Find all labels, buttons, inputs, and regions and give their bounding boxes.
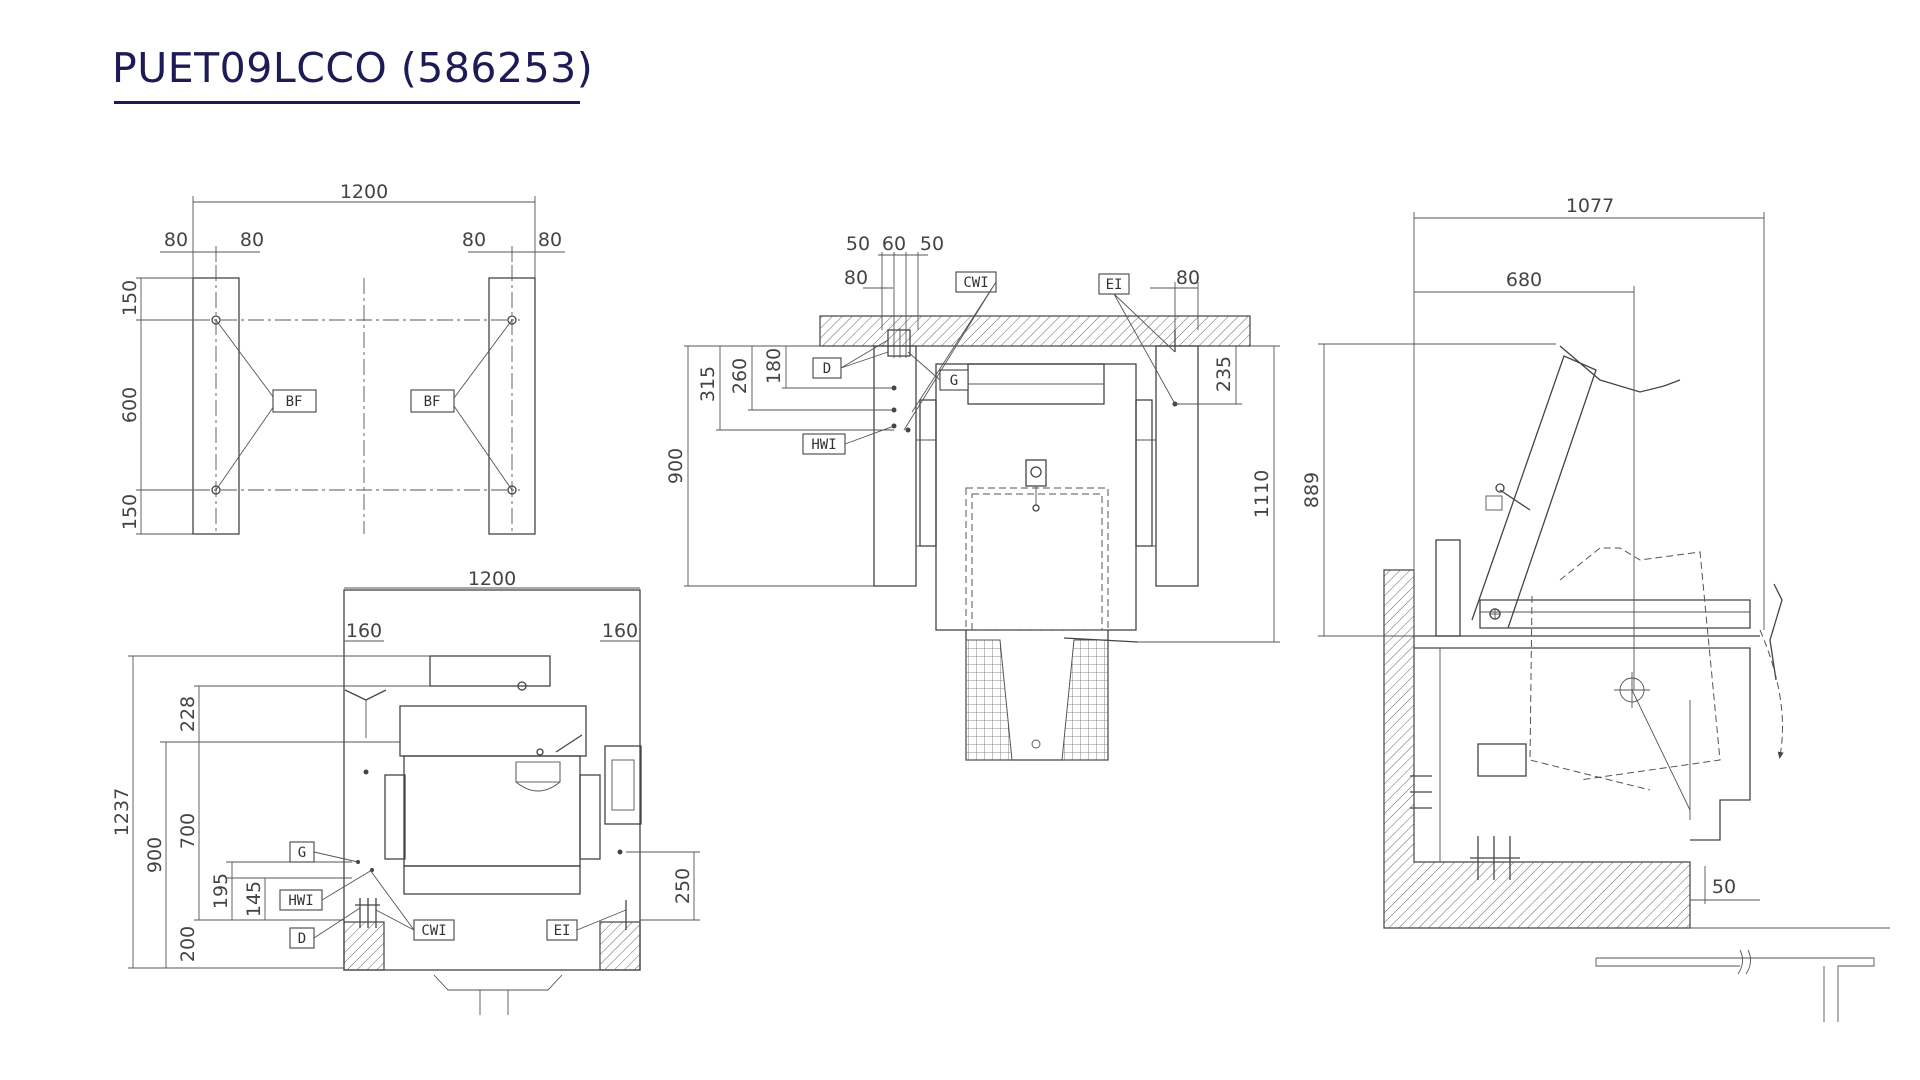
dim-label: 235 [1213,356,1235,392]
dim-label: 1200 [340,181,388,203]
connection-label-cwi: CWI [963,275,988,291]
dim-label: 145 [243,881,265,917]
dim-label: 50 [846,233,870,255]
dim-label: 80 [538,229,562,251]
dim-label: 160 [346,620,382,642]
dim-label: 900 [144,837,166,873]
connection-label-g: G [950,373,958,389]
dim-label: 50 [920,233,944,255]
connection-label-ei: EI [554,923,571,939]
connection-label-hwi: HWI [288,893,313,909]
connection-label-d: D [823,361,831,377]
feet-plan-dimensions: 1200 80 80 80 80 150 600 150 BF BF [119,181,562,530]
connection-label-bf: BF [424,394,441,410]
connection-label-bf: BF [286,394,303,410]
connection-label-d: D [298,931,306,947]
dim-label: 80 [462,229,486,251]
connection-label-cwi: CWI [421,923,446,939]
front-elevation-view [684,252,1280,761]
dim-label: 900 [665,448,687,484]
side-elevation-dimensions: 1077 680 889 50 [1301,195,1736,898]
connection-label-ei: EI [1106,277,1123,293]
dim-label: 315 [697,366,719,402]
dim-label: 80 [240,229,264,251]
plan-view-dimensions: 1200 160 160 1237 900 228 700 195 145 20… [111,568,694,962]
dim-label: 150 [119,280,141,316]
connection-label-g: G [298,845,306,861]
title-underline [114,101,580,104]
dim-label: 600 [119,387,141,423]
dim-label: 160 [602,620,638,642]
dim-label: 80 [1176,267,1200,289]
dim-label: 250 [672,868,694,904]
dim-label: 1110 [1251,470,1273,518]
dim-label: 80 [164,229,188,251]
dim-label: 700 [177,813,199,849]
drawing-title: PUET09LCCO (586253) [112,44,594,92]
dim-label: 1077 [1566,195,1614,217]
plan-view [128,587,700,1015]
dim-label: 1237 [111,788,133,836]
dim-label: 50 [1712,876,1736,898]
dim-label: 80 [844,267,868,289]
dim-label: 150 [119,494,141,530]
front-elevation-dimensions: 50 60 50 80 80 315 260 180 235 900 1110 … [665,233,1273,518]
feet-plan-view [136,196,565,535]
connection-label-hwi: HWI [811,437,836,453]
dim-label: 889 [1301,472,1323,508]
dim-label: 180 [763,348,785,384]
dim-label: 60 [882,233,906,255]
dim-label: 260 [729,358,751,394]
dim-label: 200 [177,926,199,962]
dim-label: 1200 [468,568,516,590]
dim-label: 195 [210,873,232,909]
dim-label: 228 [177,696,199,732]
side-elevation-view [1318,212,1890,1022]
dim-label: 680 [1506,269,1542,291]
